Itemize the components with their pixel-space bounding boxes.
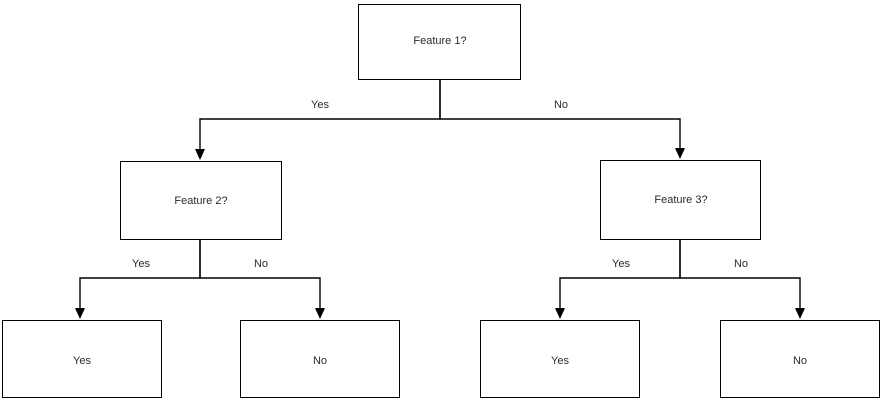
connector-feature2-to-leaf-no bbox=[199, 240, 325, 319]
arrow-head-icon bbox=[195, 149, 205, 160]
connector-feature3-to-leaf-no bbox=[679, 240, 805, 319]
edge-label-feature3-no: No bbox=[734, 258, 748, 270]
edge-label-feature2-no: No bbox=[254, 258, 268, 270]
node-root[interactable]: Feature 1? bbox=[358, 4, 521, 80]
node-leaf-no-left-label: No bbox=[313, 355, 327, 367]
node-leaf-yes-right[interactable]: Yes bbox=[480, 320, 640, 398]
node-leaf-no-right-label: No bbox=[793, 355, 807, 367]
connector-feature2-to-leaf-yes bbox=[75, 240, 201, 319]
edge-label-feature2-yes: Yes bbox=[132, 258, 150, 270]
node-leaf-yes-right-label: Yes bbox=[551, 355, 569, 367]
node-feature3[interactable]: Feature 3? bbox=[600, 160, 761, 240]
arrow-head-icon bbox=[675, 148, 685, 159]
arrow-head-icon bbox=[315, 308, 325, 319]
arrow-head-icon bbox=[555, 308, 565, 319]
node-leaf-no-right[interactable]: No bbox=[720, 320, 880, 398]
connector-feature3-to-leaf-yes bbox=[555, 240, 681, 319]
arrow-head-icon bbox=[795, 308, 805, 319]
arrow-head-icon bbox=[75, 308, 85, 319]
edge-label-root-no: No bbox=[554, 99, 568, 111]
node-root-label: Feature 1? bbox=[413, 35, 466, 47]
connector-root-to-feature3 bbox=[439, 80, 685, 159]
node-feature2[interactable]: Feature 2? bbox=[120, 161, 282, 240]
node-feature2-label: Feature 2? bbox=[174, 195, 227, 207]
node-feature3-label: Feature 3? bbox=[654, 194, 707, 206]
node-leaf-yes-left[interactable]: Yes bbox=[2, 320, 162, 398]
node-leaf-yes-left-label: Yes bbox=[73, 355, 91, 367]
connector-root-to-feature2 bbox=[195, 80, 441, 160]
node-leaf-no-left[interactable]: No bbox=[240, 320, 400, 398]
edge-label-root-yes: Yes bbox=[311, 99, 329, 111]
edge-label-feature3-yes: Yes bbox=[612, 258, 630, 270]
